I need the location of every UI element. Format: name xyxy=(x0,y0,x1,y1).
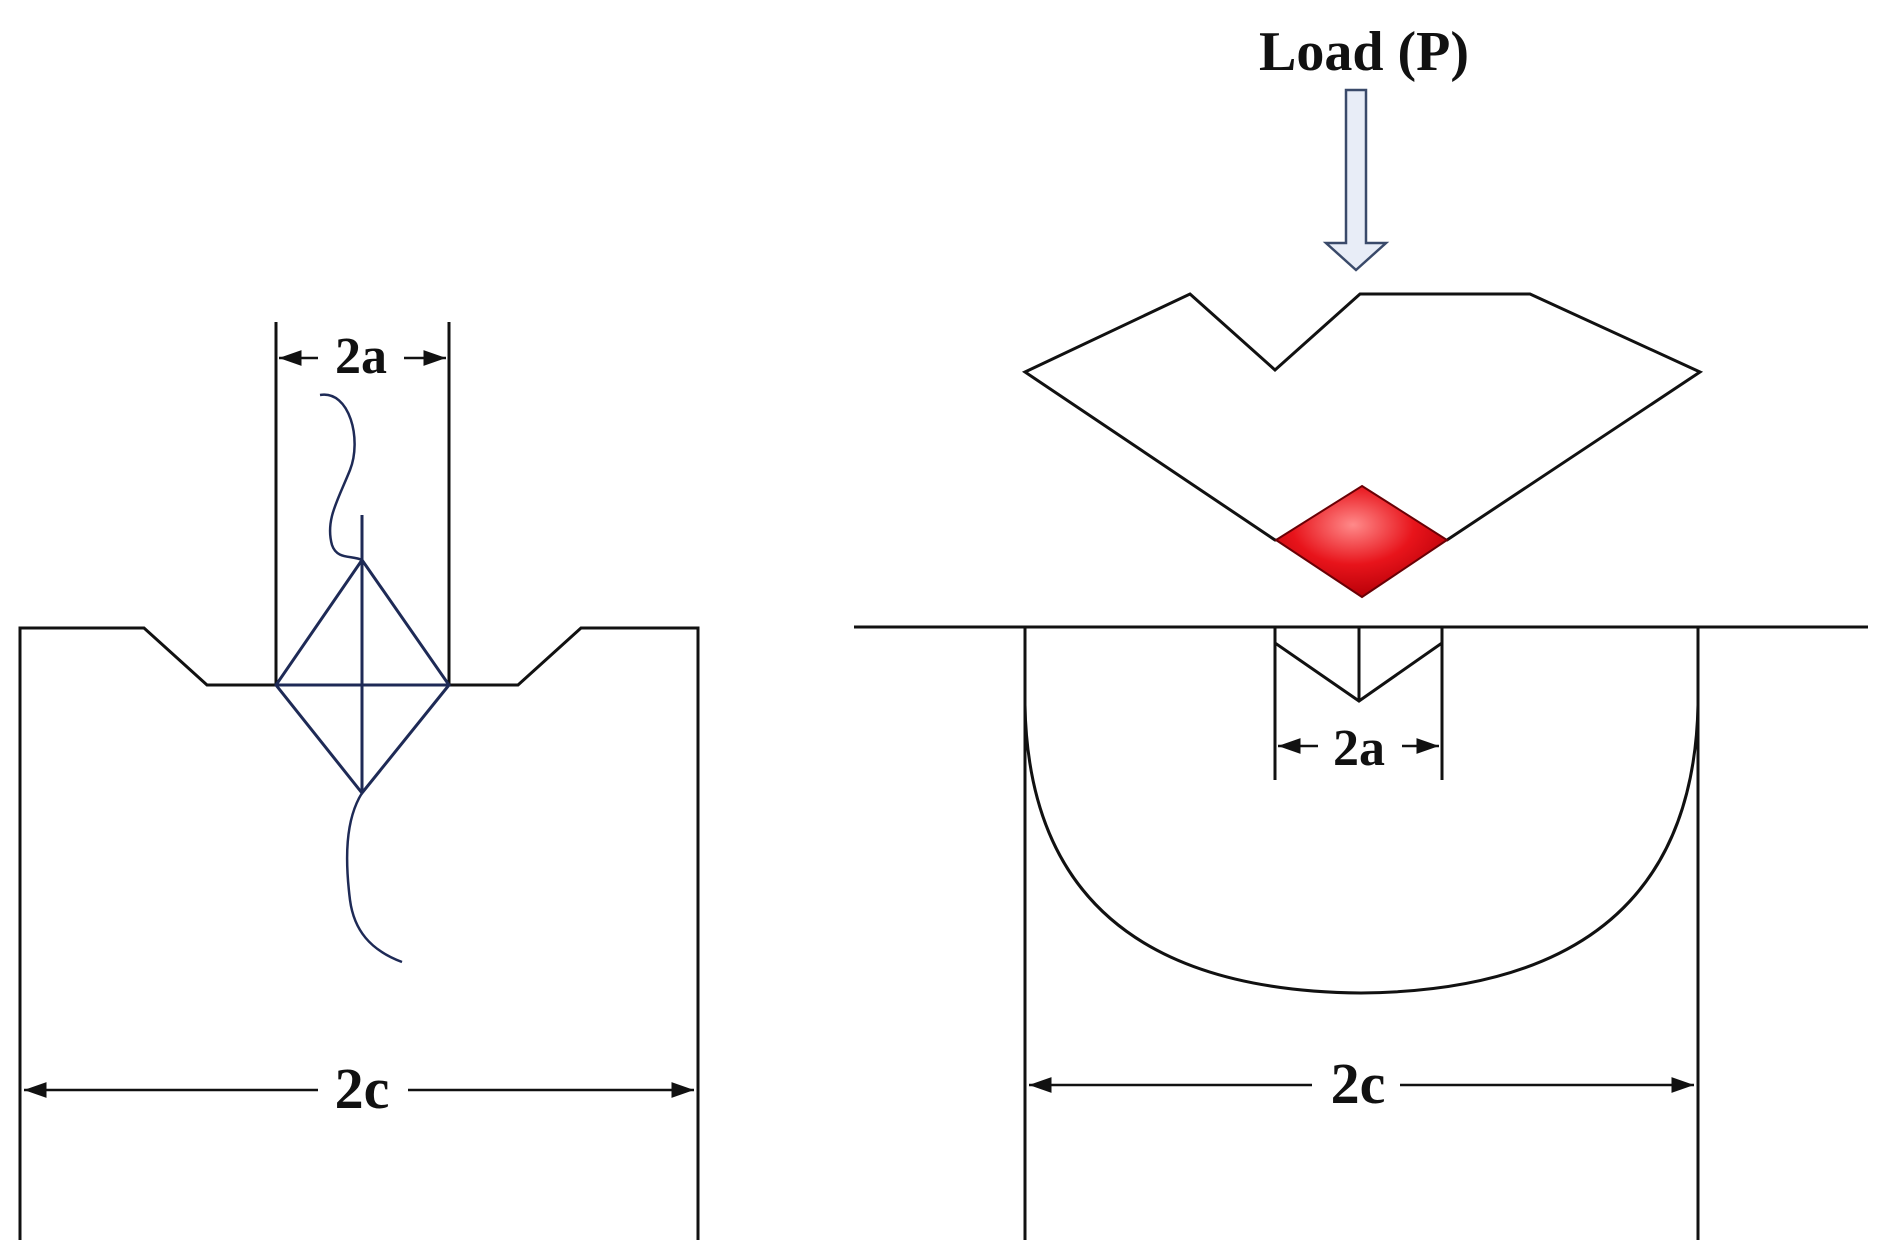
left-specimen-outline xyxy=(18,626,700,1240)
right-2a-label: 2a xyxy=(1333,720,1385,777)
right-crack-arc xyxy=(1023,704,1700,995)
load-arrow xyxy=(1322,88,1390,272)
left-crack-upper xyxy=(319,393,363,562)
load-label: Load (P) xyxy=(1259,21,1469,83)
right-2c-label: 2c xyxy=(1331,1051,1386,1116)
indenter-diamond-tip xyxy=(1274,484,1449,599)
indenter-body xyxy=(1021,292,1704,542)
left-2a-label: 2a xyxy=(335,328,387,385)
right-panel: Load (P) 2a 2c xyxy=(854,21,1868,1240)
left-panel: 2a 2c xyxy=(18,322,700,1240)
left-2c-label: 2c xyxy=(335,1056,390,1121)
left-crack-lower xyxy=(345,792,403,964)
